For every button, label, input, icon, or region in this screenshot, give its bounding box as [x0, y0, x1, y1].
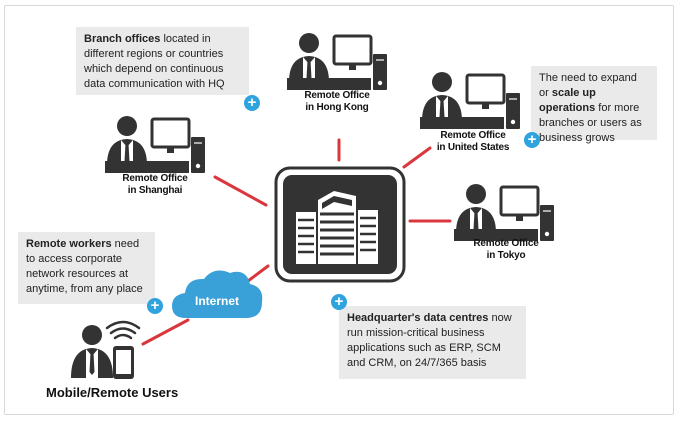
connector-shanghai: [213, 175, 268, 207]
office-tokyo-icon: [452, 182, 556, 243]
headquarters-building-icon: [274, 166, 406, 283]
callout-expand-bold: scale up operations: [539, 87, 596, 114]
office-us-icon: [418, 70, 522, 131]
office-tokyo-line1: Remote Office: [473, 238, 539, 249]
callout-remote-workers: Remote workers need to access corporate …: [18, 232, 155, 304]
callout-remote-text: need to access corporate network resourc…: [26, 238, 143, 295]
callout-branch-offices: Branch offices located in different regi…: [76, 27, 249, 95]
plus-icon[interactable]: +: [331, 294, 347, 310]
connector-internet: [246, 264, 270, 283]
internet-cloud-icon: [172, 270, 263, 318]
office-hongkong-label: Remote Office in Hong Kong: [287, 90, 387, 114]
callout-branch-text: located in different regions or countrie…: [84, 33, 225, 90]
office-shanghai-line2: in Shanghai: [127, 185, 183, 196]
office-tokyo-line2: in Tokyo: [486, 250, 526, 261]
callout-branch-bold: Branch offices: [84, 33, 161, 45]
plus-icon[interactable]: +: [244, 95, 260, 111]
internet-label: Internet: [194, 294, 239, 308]
mobile-users-label: Mobile/Remote Users: [46, 385, 179, 400]
callout-hq-data-centres: Headquarter's data centres now run missi…: [339, 306, 526, 379]
callout-expand-post: for more branches or users as business g…: [539, 102, 642, 144]
office-shanghai-icon: [103, 114, 207, 175]
callout-hq-bold: Headquarter's data centres: [347, 312, 489, 324]
office-shanghai-label: Remote Office in Shanghai: [100, 173, 210, 197]
office-shanghai-line1: Remote Office: [122, 173, 188, 184]
callout-scale-up: The need to expand or scale up operation…: [531, 66, 657, 144]
callout-remote-bold: Remote workers: [26, 238, 112, 250]
office-us-line1: Remote Office: [440, 130, 506, 141]
connector-lines: [141, 138, 452, 346]
plus-icon[interactable]: +: [147, 298, 163, 314]
plus-icon[interactable]: +: [524, 132, 540, 148]
office-hongkong-line2: in Hong Kong: [305, 102, 369, 113]
office-us-line2: in United States: [436, 142, 510, 153]
callout-expand-pre: The need to expand or: [539, 72, 637, 99]
connector-us: [402, 146, 432, 169]
office-us-label: Remote Office in United States: [418, 130, 528, 154]
connector-mobile: [141, 318, 190, 346]
office-tokyo-label: Remote Office in Tokyo: [451, 238, 561, 262]
mobile-user-icon: [71, 320, 141, 379]
office-hongkong-icon: [285, 31, 389, 92]
office-hongkong-line1: Remote Office: [304, 90, 370, 101]
callout-hq-text: now run mission-critical business applic…: [347, 312, 512, 369]
